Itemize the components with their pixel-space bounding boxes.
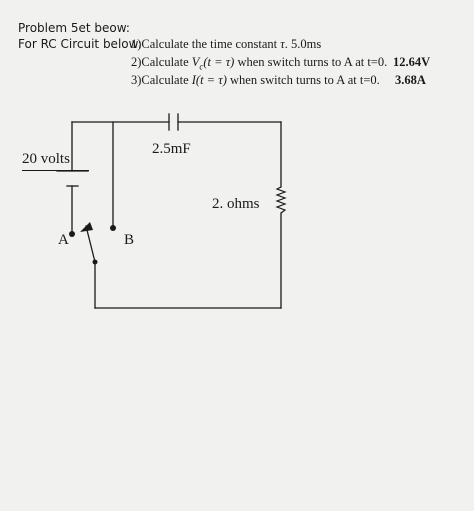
question-3-number: 3) xyxy=(131,73,142,87)
source-voltage-label: 20 volts xyxy=(22,151,70,167)
question-2-arg: (t = τ) xyxy=(203,55,235,69)
question-2-number: 2) xyxy=(131,55,142,69)
question-2-expr: V xyxy=(191,55,200,69)
resistor-label: 2. ohms xyxy=(212,196,260,212)
question-2-text: Calculate xyxy=(141,55,189,69)
question-3-tail: when switch turns to A at t=0. xyxy=(230,73,380,87)
terminal-a-dot xyxy=(69,231,75,237)
capacitor-label: 2.5mF xyxy=(152,141,191,157)
source-label-underline xyxy=(22,170,89,171)
circuit-intro-label: For RC Circuit below: xyxy=(18,37,142,51)
terminal-b-dot xyxy=(110,225,116,231)
switch-pivot-dot xyxy=(92,259,98,265)
question-3-answer: 3.68A xyxy=(395,73,426,87)
tau-symbol: τ xyxy=(280,37,285,51)
resistor-zigzag xyxy=(275,186,287,214)
question-2: 2)Calculate Vc(t = τ) when switch turns … xyxy=(131,56,387,72)
question-3-expr: I xyxy=(191,73,196,87)
switch-terminal-b-label: B xyxy=(124,232,135,248)
switch-arrow-icon xyxy=(80,222,93,232)
question-1-number: 1) xyxy=(131,37,142,51)
question-2-tail: when switch turns to A at t=0. xyxy=(237,55,388,69)
question-3: 3)Calculate I(t = τ) when switch turns t… xyxy=(131,74,380,87)
switch-blade xyxy=(85,225,96,263)
question-1: 1)Calculate the time constant τ. 5.0ms xyxy=(131,38,321,51)
problem-title: Problem 5et beow: xyxy=(18,21,130,35)
question-1-text: Calculate the time constant xyxy=(141,37,278,51)
question-2-answer: 12.64V xyxy=(393,55,431,69)
question-3-text: Calculate xyxy=(141,73,189,87)
question-3-arg: (t = τ) xyxy=(195,73,227,87)
question-1-tail: . 5.0ms xyxy=(284,37,322,51)
switch-terminal-a-label: A xyxy=(58,232,69,248)
question-2-sub: c xyxy=(199,61,204,72)
